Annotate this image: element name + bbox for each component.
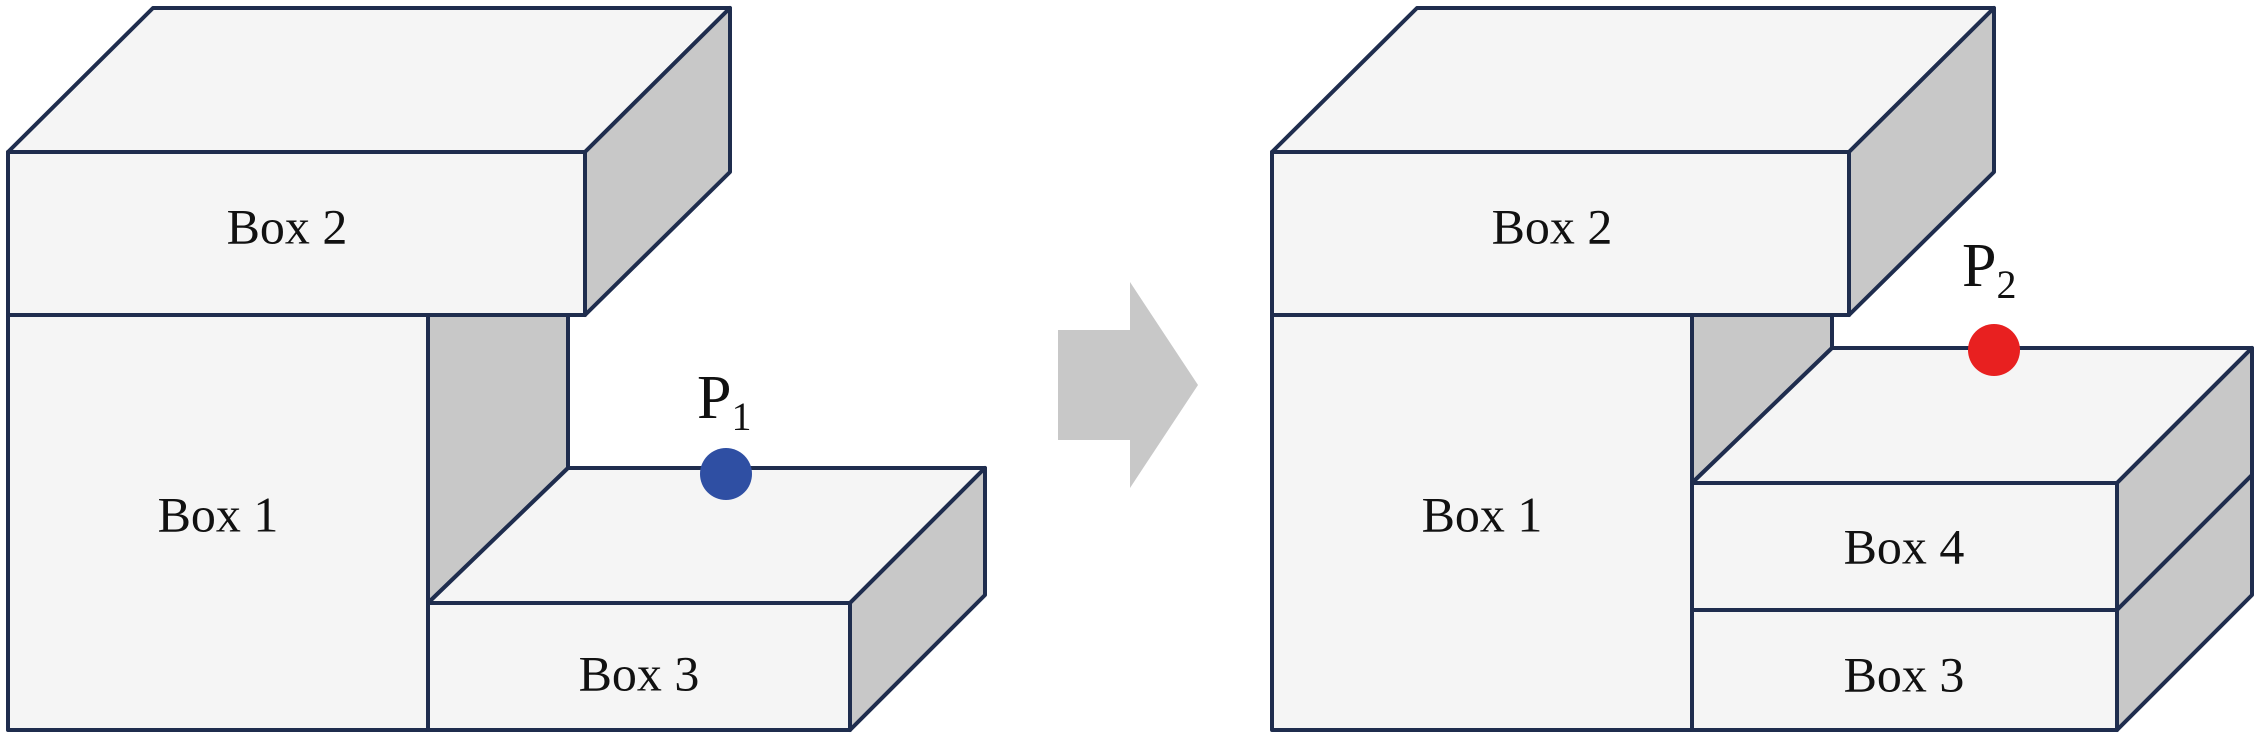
left-point-p1 xyxy=(700,448,752,500)
right-box1 xyxy=(1270,313,1694,732)
left-point-p1-letter: P xyxy=(697,364,731,432)
left-box1 xyxy=(6,313,430,732)
transition-arrow xyxy=(1058,282,1198,488)
right-box4-label: Box 4 xyxy=(1844,518,1965,574)
right-point-p2-label: P2 xyxy=(1962,232,2016,307)
right-box4-front xyxy=(1690,481,2119,612)
right-box2-label: Box 2 xyxy=(1492,198,1613,254)
left-box2-front xyxy=(6,150,587,317)
right-point-p2-subscript: 2 xyxy=(1996,262,2016,307)
right-box3-label: Box 3 xyxy=(1844,646,1965,702)
left-box3-front xyxy=(426,601,852,732)
right-box2-front xyxy=(1270,150,1851,317)
right-point-p2-letter: P xyxy=(1962,232,1996,300)
left-point-p1-label: P1 xyxy=(697,364,751,439)
left-box1-label: Box 1 xyxy=(158,486,279,542)
left-box3-label: Box 3 xyxy=(579,645,700,701)
left-panel: Box 1 Box 2 Box 3 P1 xyxy=(6,6,987,732)
right-box1-label: Box 1 xyxy=(1422,486,1543,542)
right-box3-front xyxy=(1690,608,2119,732)
right-panel: Box 1 Box 2 Box 4 Box 3 P2 xyxy=(1270,6,2254,732)
left-box2-label: Box 2 xyxy=(227,198,348,254)
left-point-p1-subscript: 1 xyxy=(731,394,751,439)
right-point-p2 xyxy=(1968,324,2020,376)
